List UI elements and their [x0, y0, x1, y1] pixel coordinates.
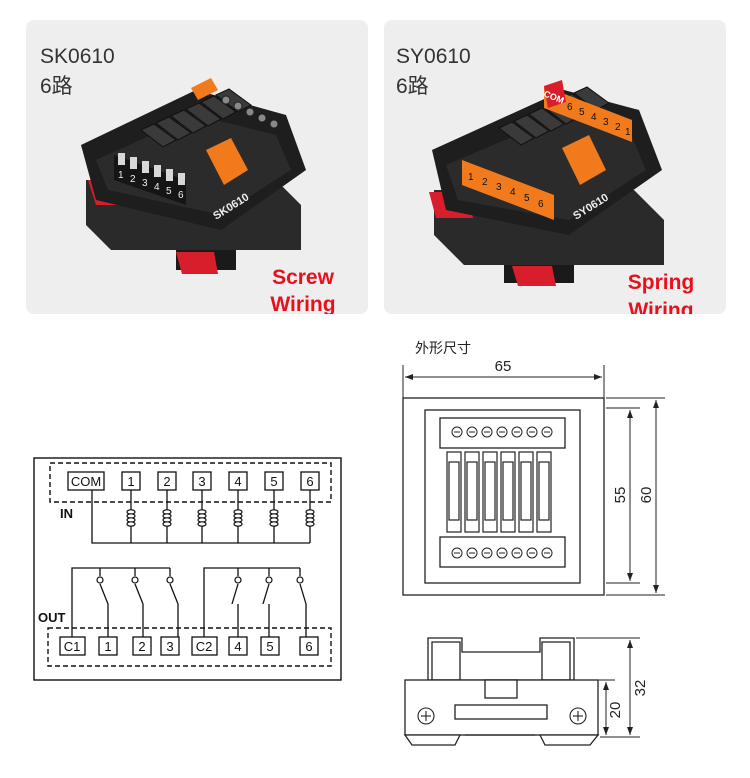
- spring-top-4: 4: [591, 112, 597, 123]
- screw-model-name: SK0610: [40, 45, 115, 68]
- relay-module-spring-image: COM 6 5 4 3 2 1 1 2 3 4 5 6 SY0610: [429, 80, 664, 286]
- in-terminal-block: [49, 462, 332, 503]
- out-terminal-2: 2: [138, 639, 145, 654]
- in-terminal-5: 5: [270, 474, 277, 489]
- screw-terminal-5: 5: [166, 186, 172, 197]
- spring-terminal-5: 5: [524, 193, 530, 204]
- screw-wiring-label-1: Screw: [272, 266, 334, 289]
- spring-model-name: SY0610: [396, 45, 471, 68]
- spring-channel-count: 6路: [396, 75, 429, 98]
- spring-wiring-label-2: Wiring: [628, 299, 694, 314]
- out-label: OUT: [38, 610, 66, 625]
- dimension-title: 外形尺寸: [415, 340, 471, 356]
- out-terminal-c1: C1: [64, 639, 81, 654]
- spring-wiring-label-1: Spring: [627, 271, 695, 294]
- in-terminal-1: 1: [127, 474, 134, 489]
- inner-height-dimension: 55: [612, 487, 629, 504]
- in-terminal-com: COM: [71, 474, 101, 489]
- width-dimension: 65: [495, 358, 512, 375]
- top-screws: [451, 426, 553, 559]
- side-partial-dimension: 20: [607, 702, 624, 719]
- relay-outlines: [446, 451, 552, 533]
- spring-terminal-6: 6: [538, 199, 544, 210]
- spring-top-5: 5: [579, 107, 585, 118]
- output-contacts: [71, 567, 307, 637]
- top-view-outline: [402, 397, 605, 596]
- screw-terminal-2: 2: [130, 174, 136, 185]
- in-terminal-6: 6: [306, 474, 313, 489]
- spring-top-3: 3: [603, 117, 609, 128]
- in-terminal-4: 4: [234, 474, 241, 489]
- out-terminal-c2: C2: [196, 639, 213, 654]
- out-terminal-4: 4: [234, 639, 241, 654]
- out-terminal-6: 6: [305, 639, 312, 654]
- screw-terminal-3: 3: [142, 178, 148, 189]
- side-total-dimension: 32: [632, 680, 649, 697]
- out-terminal-5: 5: [266, 639, 273, 654]
- in-terminal-2: 2: [163, 474, 170, 489]
- spring-terminal-1: 1: [468, 172, 474, 183]
- screw-wiring-label-2: Wiring: [270, 293, 336, 314]
- outer-height-dimension: 60: [638, 487, 655, 504]
- screw-terminal-6: 6: [178, 190, 184, 201]
- screw-channel-count: 6路: [40, 75, 73, 98]
- side-view-outline: [403, 637, 600, 746]
- in-label: IN: [60, 506, 73, 521]
- spring-terminal-4: 4: [510, 187, 516, 198]
- relay-module-screw-image: 1 2 3 4 5 6 SK0610: [81, 78, 306, 274]
- screw-terminal-4: 4: [154, 182, 160, 193]
- relay-coils: [126, 509, 315, 527]
- screw-terminal-1: 1: [118, 170, 124, 181]
- out-terminal-3: 3: [166, 639, 173, 654]
- in-terminal-3: 3: [198, 474, 205, 489]
- spring-top-1: 1: [625, 127, 631, 138]
- out-terminal-1: 1: [104, 639, 111, 654]
- spring-top-6: 6: [567, 102, 573, 113]
- out-terminal-block: [47, 627, 332, 667]
- schematic-frame: [33, 457, 342, 681]
- spring-top-2: 2: [615, 122, 621, 133]
- side-screws: [417, 707, 587, 725]
- spring-terminal-2: 2: [482, 177, 488, 188]
- photo-panel-screw: 1 2 3 4 5 6 SK0610 SK0610 6路 Screw Wirin…: [26, 20, 368, 314]
- spring-terminal-3: 3: [496, 182, 502, 193]
- photo-panel-spring: COM 6 5 4 3 2 1 1 2 3 4 5 6 SY0610 SY061: [384, 20, 726, 314]
